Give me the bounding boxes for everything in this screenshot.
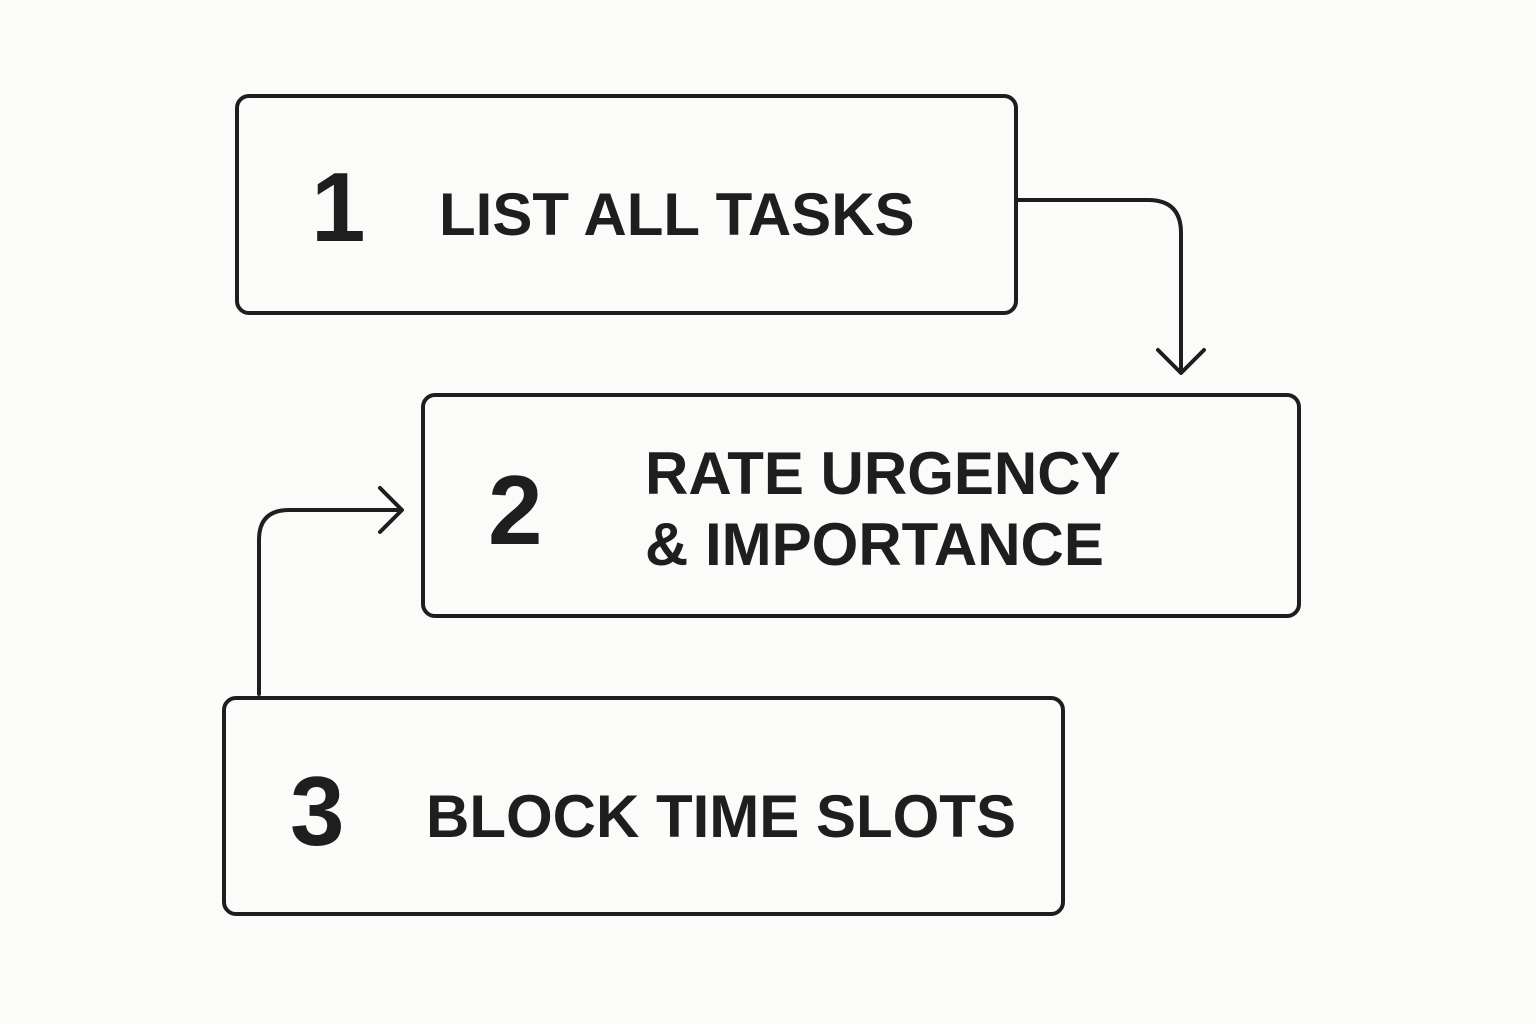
step-3-label-line1: BLOCK TIME SLOTS <box>426 783 1016 850</box>
step-3-box: 3 BLOCK TIME SLOTS <box>222 696 1065 916</box>
step-2-label: RATE URGENCY & IMPORTANCE <box>645 439 1121 581</box>
step-2-label-line1: RATE URGENCY <box>645 440 1121 507</box>
step-2-box: 2 RATE URGENCY & IMPORTANCE <box>421 393 1301 618</box>
step-1-number: 1 <box>311 152 366 262</box>
connector-3-to-2 <box>257 508 402 696</box>
step-3-label: BLOCK TIME SLOTS <box>426 782 1016 853</box>
step-1-label: LIST ALL TASKS <box>439 180 915 251</box>
arrow-right-icon <box>378 486 404 534</box>
step-1-label-line1: LIST ALL TASKS <box>439 181 915 248</box>
step-3-number: 3 <box>290 756 345 866</box>
connector-1-to-2 <box>1016 198 1183 374</box>
arrow-down-icon <box>1156 348 1206 375</box>
step-2-number: 2 <box>488 455 543 565</box>
step-1-box: 1 LIST ALL TASKS <box>235 94 1018 315</box>
step-2-label-line2: & IMPORTANCE <box>645 510 1104 578</box>
